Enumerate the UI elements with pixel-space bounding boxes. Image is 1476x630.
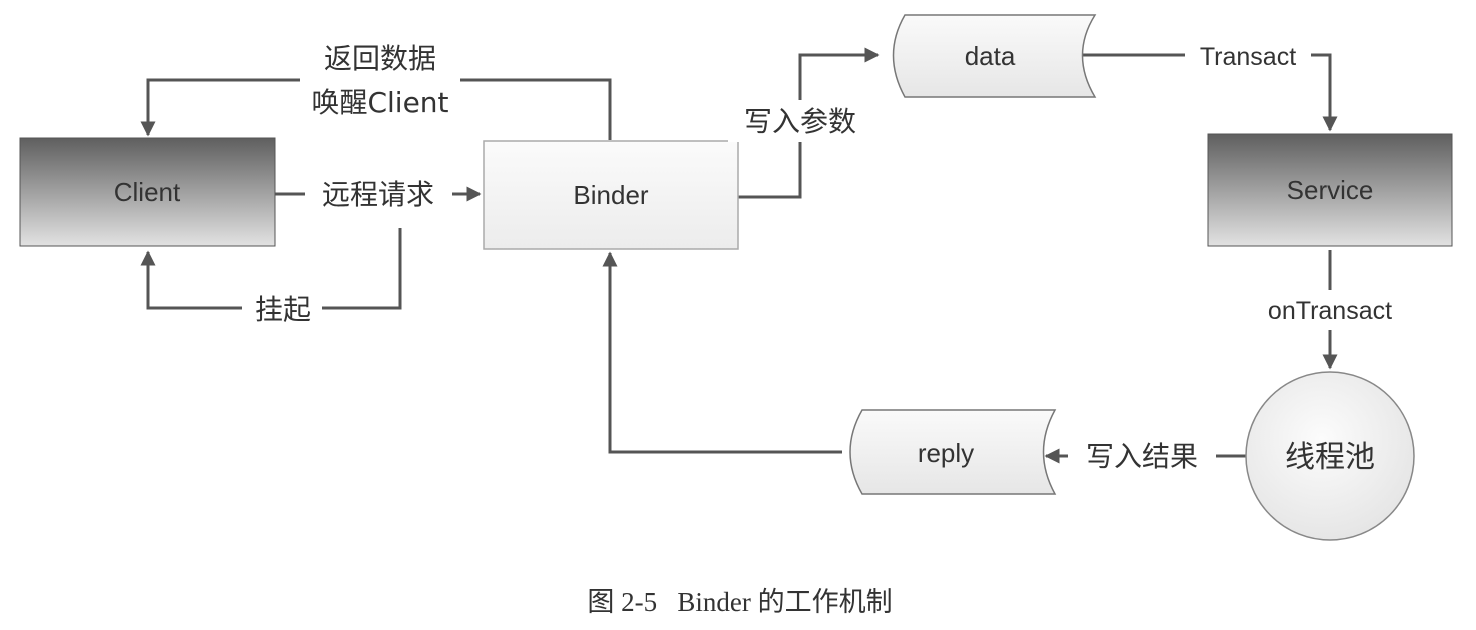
on-transact-label: onTransact bbox=[1268, 297, 1392, 325]
binder-label: Binder bbox=[573, 180, 648, 210]
client-box bbox=[19, 137, 276, 247]
edge-data-to-service bbox=[1078, 53, 1338, 132]
data-box bbox=[892, 14, 1097, 98]
transact-label: Transact bbox=[1200, 43, 1296, 71]
suspend-label: 挂起 bbox=[255, 293, 311, 326]
edge-reply-to-binder bbox=[602, 251, 842, 454]
client-label: Client bbox=[114, 177, 181, 207]
service-label: Service bbox=[1287, 175, 1374, 205]
write-result-label: 写入结果 bbox=[1086, 440, 1198, 473]
data-label: data bbox=[965, 41, 1016, 71]
reply-label: reply bbox=[918, 438, 974, 468]
figure-caption: 图 2-5 Binder 的工作机制 bbox=[587, 587, 892, 617]
wake-client-label: 唤醒Client bbox=[311, 86, 448, 119]
binder-box bbox=[483, 140, 739, 250]
thread-pool-label: 线程池 bbox=[1285, 440, 1375, 475]
thread-pool-circle bbox=[1245, 371, 1415, 541]
service-box bbox=[1207, 133, 1453, 247]
remote-request-label: 远程请求 bbox=[322, 178, 434, 211]
return-data-label: 返回数据 bbox=[324, 42, 436, 75]
write-params-label: 写入参数 bbox=[744, 105, 856, 138]
reply-box bbox=[849, 409, 1057, 495]
